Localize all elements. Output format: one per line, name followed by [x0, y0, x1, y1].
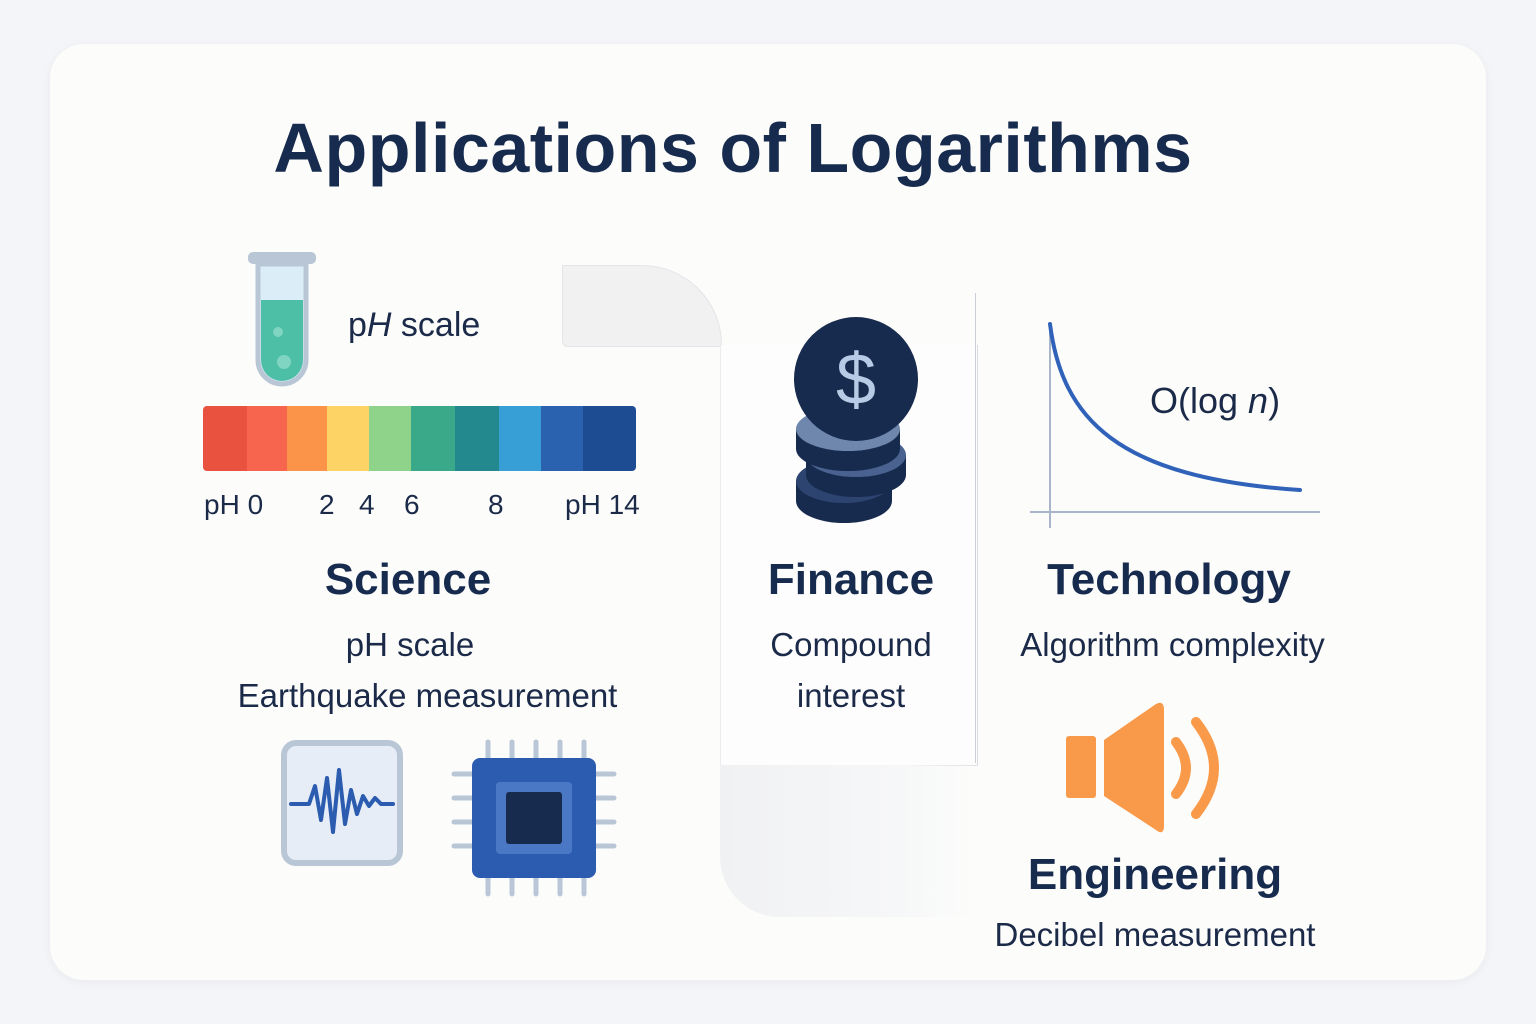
page-title: Applications of Logarithms — [273, 109, 1193, 187]
notation-prefix: O(log — [1150, 380, 1249, 421]
ph-label-italic: H — [366, 306, 392, 344]
technology-item: Algorithm complexity — [1020, 626, 1325, 663]
ph-color-segment — [411, 406, 455, 471]
finance-heading: Finance — [767, 555, 935, 604]
notation-suffix: ) — [1268, 380, 1281, 421]
finance-item: Compound — [770, 626, 932, 663]
science-heading: Science — [324, 555, 492, 604]
microchip-icon — [451, 739, 617, 897]
technology-heading: Technology — [1047, 555, 1291, 604]
ph-tick: pH 14 — [565, 489, 640, 520]
coin-stack-icon — [794, 317, 918, 523]
ph-scale-label: pH scale — [348, 306, 480, 345]
ph-color-segment — [583, 406, 636, 471]
ph-color-segment — [499, 406, 541, 471]
divider — [975, 293, 976, 763]
ph-tick: pH 0 — [204, 489, 264, 520]
ph-label-suffix: scale — [391, 306, 481, 344]
dollar-sign-icon: $ — [835, 340, 877, 420]
panel-shadow — [720, 765, 976, 917]
ph-color-segment — [369, 406, 411, 471]
finance-item: interest — [796, 677, 906, 714]
ph-color-segment — [541, 406, 583, 471]
ph-color-bar — [203, 406, 636, 471]
ph-color-segment — [203, 406, 247, 471]
test-tube-icon — [248, 252, 316, 387]
big-o-notation: O(log n) — [1150, 380, 1280, 422]
science-item: Earthquake measurement — [237, 677, 618, 714]
log-curve-icon — [1030, 322, 1320, 528]
ph-color-segment — [455, 406, 499, 471]
science-item: pH scale — [345, 626, 475, 663]
seismograph-icon — [281, 740, 403, 866]
ph-tick: 4 — [359, 489, 375, 520]
engineering-heading: Engineering — [1027, 850, 1283, 899]
ph-color-segment — [327, 406, 369, 471]
speaker-icon — [1066, 702, 1219, 833]
ph-tick: 8 — [488, 489, 504, 520]
engineering-item: Decibel measurement — [994, 916, 1316, 953]
ph-label-prefix: p — [348, 306, 367, 344]
ph-tick: 6 — [404, 489, 420, 520]
ph-color-segment — [247, 406, 287, 471]
ph-color-segment — [287, 406, 327, 471]
notation-italic: n — [1248, 380, 1269, 421]
ph-tick: 2 — [319, 489, 335, 520]
